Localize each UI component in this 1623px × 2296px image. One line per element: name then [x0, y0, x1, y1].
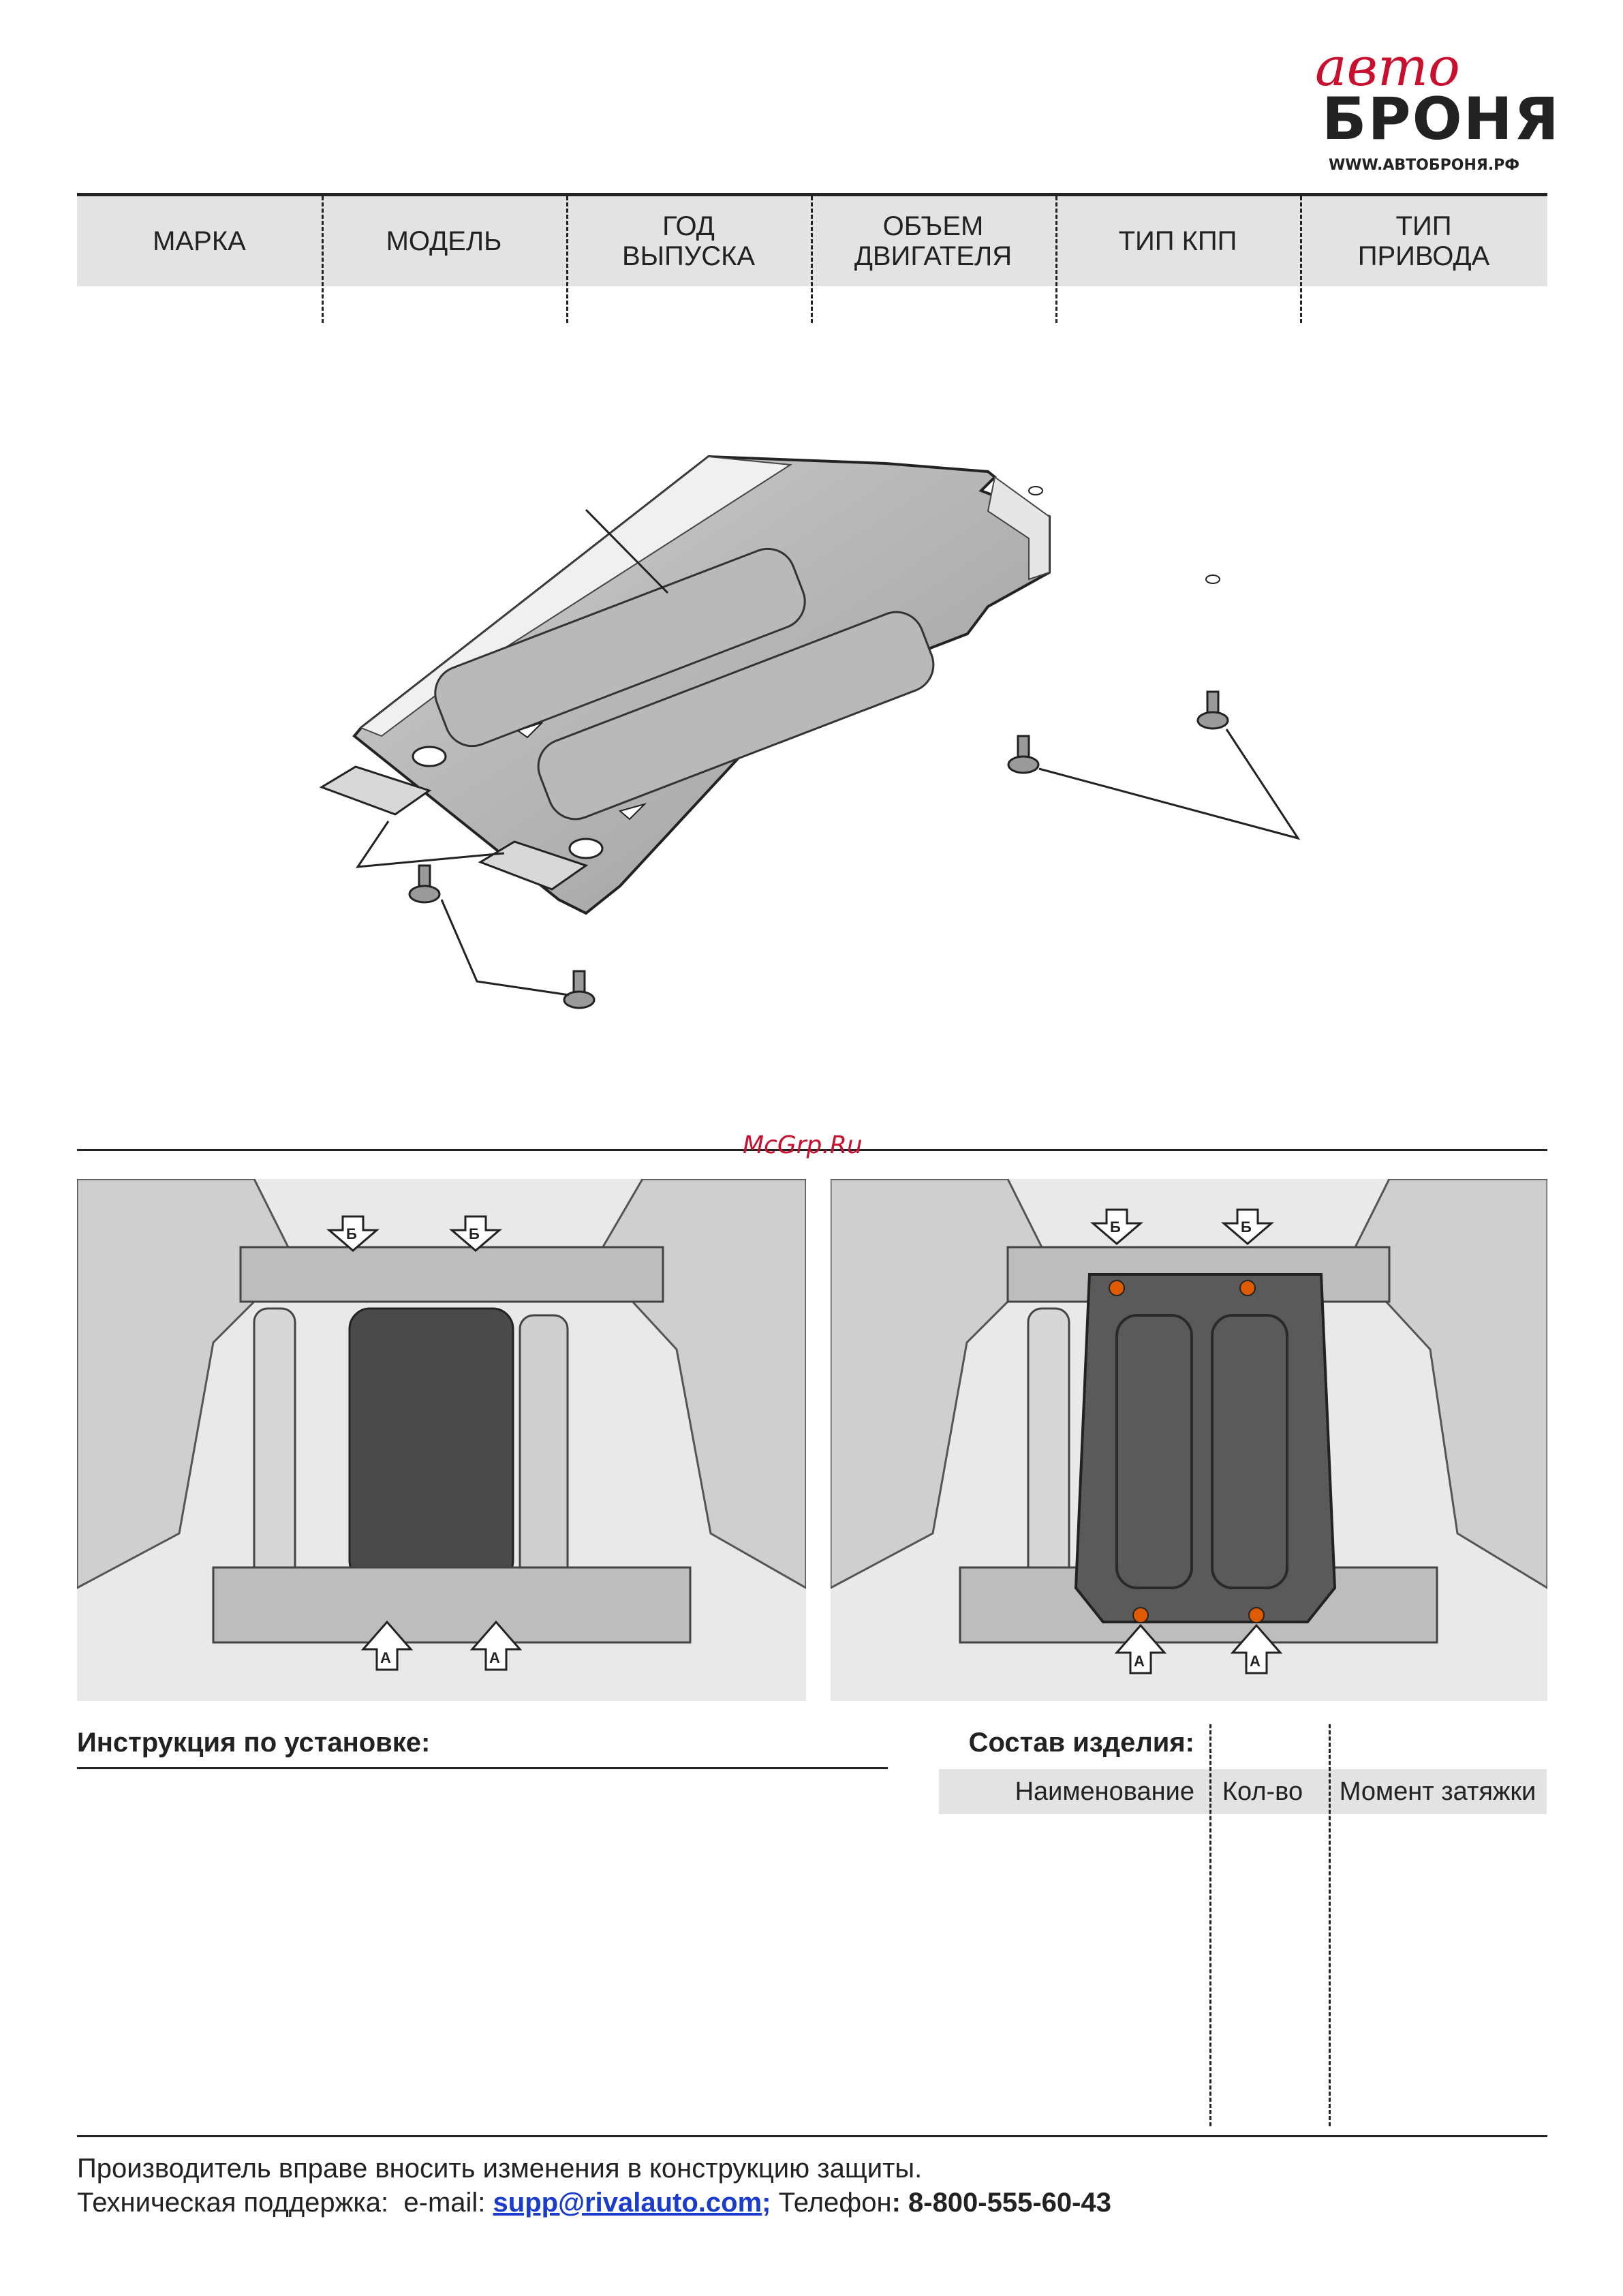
- marker-label: Б: [1241, 1219, 1252, 1236]
- spec-col-label: МАРКА: [153, 226, 246, 256]
- spec-col-gearbox: ТИП КПП: [1055, 196, 1300, 323]
- marker-label: А: [489, 1649, 500, 1666]
- parts-divider: [1209, 1724, 1211, 2126]
- parts-col-qty: Кол-во: [1222, 1777, 1303, 1806]
- spec-col-year: ГОД ВЫПУСКА: [566, 196, 811, 323]
- spec-col-drive: ТИП ПРИВОДА: [1300, 196, 1547, 323]
- spec-divider: [322, 196, 324, 323]
- spec-col-label: МОДЕЛЬ: [386, 226, 502, 256]
- footer-support: Техническая поддержка: e-mail: supp@riva…: [77, 2188, 1111, 2218]
- phone-prefix: Телефон: [771, 2188, 892, 2218]
- brand-logo: авто БРОНЯ WWW.АВТОБРОНЯ.РФ: [1308, 37, 1559, 177]
- logo-wordmark: БРОНЯ: [1322, 85, 1560, 153]
- spec-col-label: ТИП КПП: [1118, 226, 1237, 256]
- footer-divider: [77, 2135, 1547, 2137]
- bolt-marker: [1109, 1280, 1125, 1296]
- leader-line: [440, 899, 570, 996]
- spec-divider: [566, 196, 568, 323]
- parts-title: Состав изделия:: [968, 1728, 1194, 1758]
- support-phone: : 8-800-555-60-43: [891, 2188, 1111, 2218]
- marker-label: Б: [1110, 1219, 1121, 1236]
- marker-label: А: [1134, 1653, 1145, 1670]
- support-prefix: Техническая поддержка: e-mail:: [77, 2188, 493, 2218]
- spec-col-engine: ОБЪЕМ ДВИГАТЕЛЯ: [811, 196, 1055, 323]
- spacer-plate: [319, 765, 589, 891]
- spec-divider: [1300, 196, 1302, 323]
- parts-divider: [1329, 1724, 1331, 2126]
- spec-divider: [1055, 196, 1057, 323]
- parts-col-name: Наименование: [1015, 1777, 1194, 1806]
- logo-script: авто: [1315, 37, 1460, 98]
- underbody-photo-after: Б Б А А: [831, 1179, 1547, 1701]
- bolt-marker: [1248, 1607, 1265, 1623]
- leader-line: [1038, 729, 1301, 840]
- support-email-link[interactable]: supp@rivalauto.com: [493, 2188, 762, 2218]
- footer-disclaimer: Производитель вправе вносить изменения в…: [77, 2154, 923, 2184]
- marker-label: А: [380, 1649, 391, 1666]
- instructions-underline: [77, 1767, 888, 1769]
- email-suffix: ;: [762, 2188, 771, 2218]
- skid-plate: [352, 455, 1220, 915]
- spec-divider: [811, 196, 813, 323]
- spec-col-label: ОБЪЕМ ДВИГАТЕЛЯ: [854, 211, 1013, 271]
- logo-website: WWW.АВТОБРОНЯ.РФ: [1329, 157, 1520, 174]
- underbody-photo-before: Б Б А А: [77, 1179, 806, 1701]
- bolt-group: [408, 690, 1229, 1009]
- marker-label: А: [1250, 1653, 1261, 1670]
- bolt-marker: [1239, 1280, 1256, 1296]
- leader-line: [355, 821, 505, 868]
- spec-col-label: ТИП ПРИВОДА: [1357, 211, 1490, 271]
- spec-col-model: МОДЕЛЬ: [322, 196, 566, 323]
- bolt-marker: [1132, 1607, 1149, 1623]
- section-divider: [77, 1149, 1547, 1151]
- vehicle-spec-table: МАРКА МОДЕЛЬ ГОД ВЫПУСКА ОБЪЕМ ДВИГАТЕЛЯ…: [77, 193, 1547, 323]
- parts-col-torque: Момент затяжки: [1339, 1777, 1536, 1806]
- spec-col-brand: МАРКА: [77, 196, 322, 323]
- installed-skid-plate: [1074, 1273, 1337, 1623]
- leader-line: [585, 508, 669, 594]
- spec-col-label: ГОД ВЫПУСКА: [621, 211, 756, 271]
- parts-table-header: Наименование Кол-во Момент затяжки: [939, 1769, 1547, 1814]
- part-drawing: [319, 455, 1301, 1009]
- marker-label: Б: [346, 1225, 357, 1242]
- marker-label: Б: [469, 1225, 480, 1242]
- instructions-title: Инструкция по установке:: [77, 1728, 431, 1758]
- watermark: McGrp.Ru: [743, 1131, 863, 1159]
